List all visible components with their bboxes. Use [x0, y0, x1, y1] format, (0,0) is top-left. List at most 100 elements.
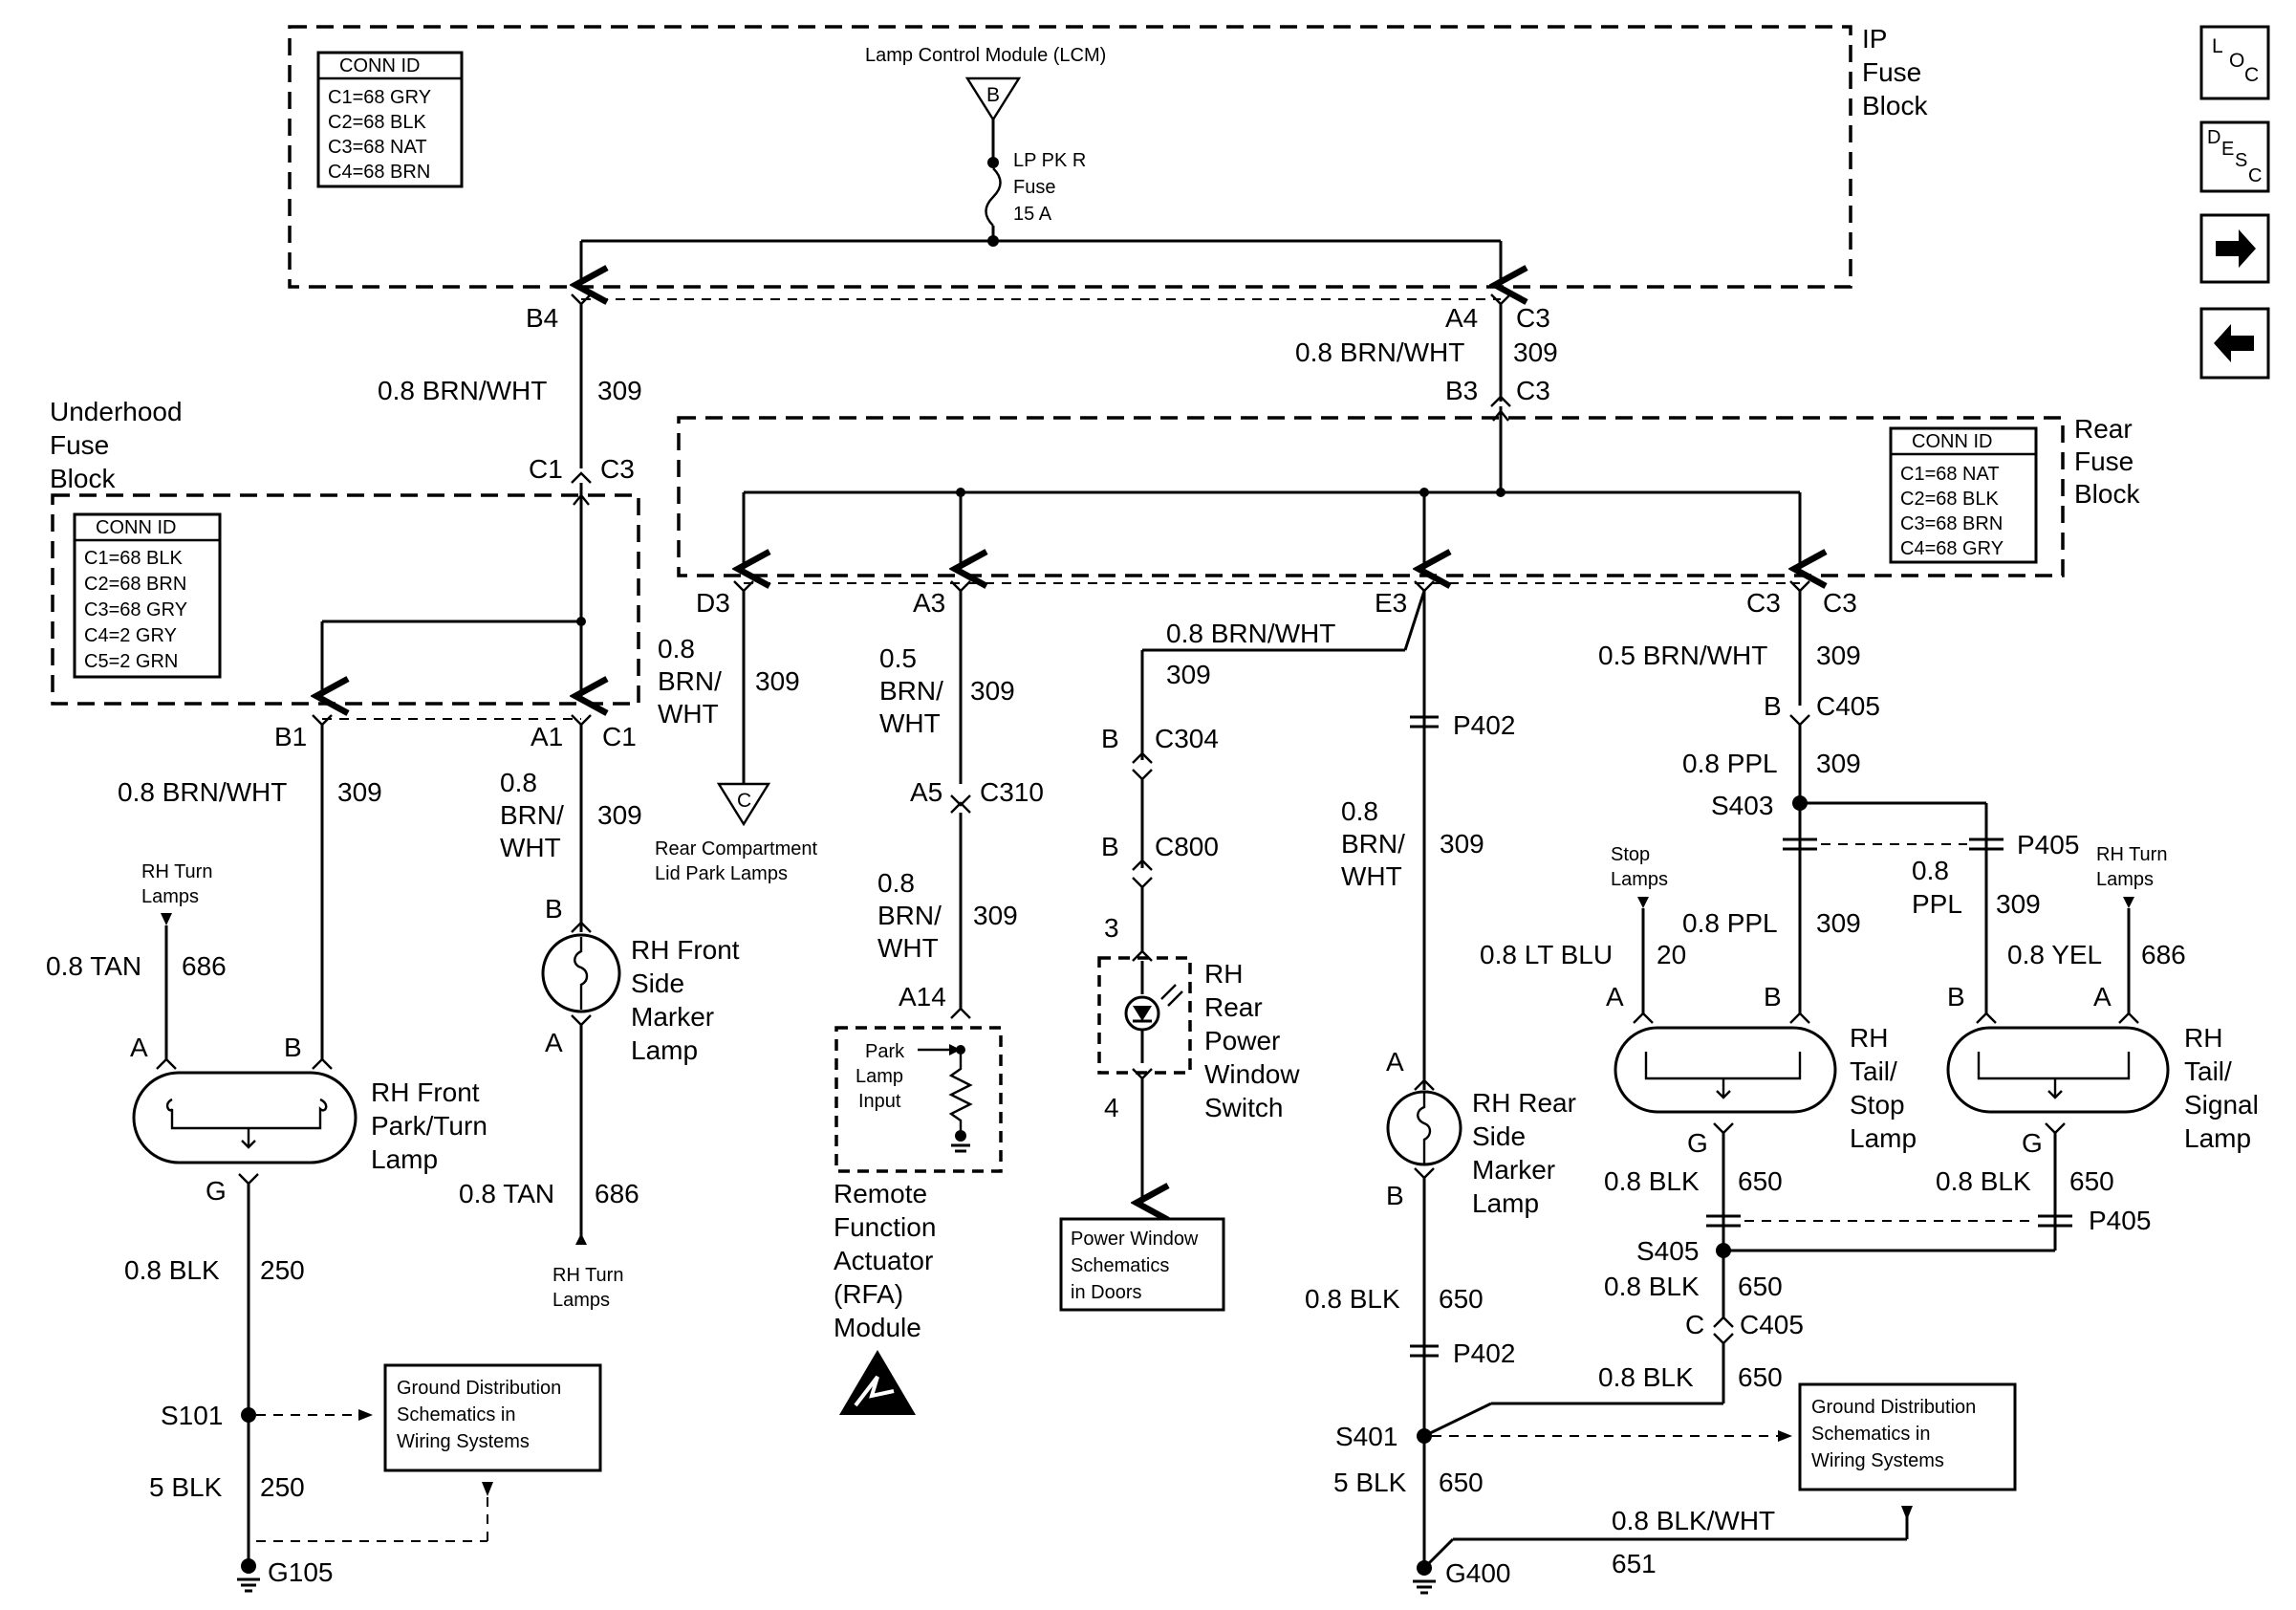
g400-ground-icon	[1413, 1560, 1436, 1595]
diagram-label: S101	[161, 1401, 223, 1430]
diagram-label: 309	[973, 901, 1018, 930]
diagram-label: B	[1386, 1181, 1404, 1210]
diagram-label: 686	[2141, 940, 2186, 969]
diagram-label: A	[1386, 1047, 1404, 1077]
diagram-label: Schematics in	[1811, 1424, 1931, 1445]
diagram-label: E	[2221, 139, 2234, 160]
rear-compartment-lid-reference[interactable]: C Rear Compartment Lid Park Lamps	[655, 782, 818, 884]
diagram-label: Lamps	[1611, 869, 1668, 890]
ground-distribution-reference-left[interactable]: Ground Distribution Schematics in Wiring…	[383, 1363, 602, 1472]
diagram-label: Window	[1204, 1059, 1300, 1089]
diagram-label: 309	[1816, 749, 1861, 778]
diagram-label: 0.8	[500, 768, 537, 797]
diagram-label: Block	[50, 464, 116, 493]
diagram-label: Lamp	[631, 1035, 698, 1065]
diagram-label: 0.5	[879, 643, 917, 673]
diagram-label: Stop	[1850, 1090, 1905, 1120]
diagram-label: WHT	[658, 699, 719, 729]
diagram-label: Lamp	[1850, 1123, 1917, 1153]
diagram-label: C2=68 BLK	[1900, 489, 2000, 510]
diagram-label: P402	[1453, 1338, 1515, 1368]
diagram-label: P402	[1453, 710, 1515, 740]
desc-button[interactable]: D E S C	[2199, 120, 2270, 193]
diagram-label: S405	[1636, 1236, 1699, 1266]
diagram-label: Lamps	[552, 1290, 610, 1311]
diagram-label: 0.8	[877, 868, 915, 898]
diagram-label: C310	[980, 777, 1044, 807]
diagram-label: Tail/	[1850, 1056, 1897, 1086]
diagram-label: 0.8 LT BLU	[1480, 940, 1613, 969]
diagram-label: C405	[1740, 1310, 1804, 1339]
diagram-label: 650	[2069, 1166, 2114, 1196]
diagram-label: E3	[1375, 588, 1407, 618]
rh-rear-power-window-switch	[1097, 956, 1192, 1075]
diagram-label: A14	[899, 982, 946, 1012]
diagram-label: 309	[970, 676, 1015, 706]
diagram-label: G105	[268, 1557, 334, 1587]
diagram-label: 0.8 PPL	[1682, 908, 1778, 938]
diagram-label: C405	[1816, 691, 1880, 721]
esd-warning-icon	[839, 1350, 916, 1415]
diagram-label: C3	[1516, 303, 1550, 333]
diagram-label: C3=68 BRN	[1900, 513, 2003, 534]
diagram-label: 0.8	[658, 634, 695, 664]
diagram-label: Fuse	[1862, 57, 1921, 87]
back-button[interactable]	[2199, 307, 2270, 380]
diagram-label: RH Turn	[552, 1265, 623, 1286]
underhood-conn-id-table: CONN ID C1=68 BLK C2=68 BRN C3=68 GRY C4…	[73, 512, 222, 679]
forward-button[interactable]	[2199, 213, 2270, 284]
diagram-label: Underhood	[50, 397, 183, 426]
diagram-label: 0.5 BRN/WHT	[1598, 641, 1767, 670]
diagram-label: 0.8 BRN/WHT	[118, 777, 287, 807]
diagram-label: 0.8 BRN/WHT	[378, 376, 547, 405]
diagram-label: WHT	[877, 933, 939, 963]
diagram-label: 309	[597, 800, 642, 830]
diagram-label: 309	[755, 666, 800, 696]
diagram-label: 0.8 BLK	[124, 1255, 220, 1285]
diagram-label: Side	[631, 968, 684, 998]
p405-connectors-lower	[1706, 1214, 2072, 1228]
diagram-label: WHT	[879, 708, 941, 738]
diagram-label: G	[2022, 1128, 2043, 1158]
diagram-label: B	[1764, 691, 1782, 721]
diagram-label: Wiring Systems	[397, 1431, 530, 1452]
diagram-label: LP PK R	[1013, 150, 1086, 171]
diagram-label: 0.8 TAN	[46, 951, 141, 981]
diagram-label: Lamps	[141, 886, 199, 907]
diagram-label: Module	[834, 1313, 921, 1342]
diagram-label: Park	[865, 1041, 905, 1062]
diagram-label: RH Front	[371, 1077, 480, 1107]
diagram-label: S401	[1335, 1422, 1397, 1451]
diagram-label: 15 A	[1013, 204, 1052, 225]
diagram-label: 5 BLK	[1333, 1468, 1407, 1497]
diagram-label: Ground Distribution	[1811, 1397, 1976, 1418]
diagram-label: 650	[1738, 1166, 1783, 1196]
diagram-label: C3=68 GRY	[84, 599, 187, 620]
diagram-label: Side	[1472, 1121, 1526, 1151]
diagram-label: B	[545, 894, 563, 924]
diagram-label: G	[1687, 1128, 1708, 1158]
diagram-label: B4	[526, 303, 558, 333]
diagram-label: 20	[1657, 940, 1686, 969]
diagram-label: 0.8 YEL	[2007, 940, 2102, 969]
diagram-label: C2=68 BLK	[328, 112, 427, 133]
power-window-schematics-reference[interactable]: Power Window Schematics in Doors	[1059, 1217, 1225, 1312]
diagram-label: 650	[1439, 1284, 1484, 1314]
diagram-label: 5 BLK	[149, 1472, 223, 1502]
diagram-label: WHT	[1341, 861, 1402, 891]
diagram-label: 0.8 PPL	[1682, 749, 1778, 778]
diagram-label: Lid Park Lamps	[655, 863, 788, 884]
diagram-label: BRN/	[1341, 829, 1405, 859]
diagram-label: C3	[1823, 588, 1857, 618]
diagram-label: BRN/	[658, 666, 722, 696]
diagram-label: D	[2207, 127, 2220, 148]
diagram-label: in Doors	[1071, 1282, 1141, 1303]
ip-fuse-block: IP Fuse Block CONN ID C1=68 GRY C2=68 BL…	[288, 24, 1928, 299]
diagram-label: Stop	[1611, 844, 1650, 865]
underhood-fuse-block: Underhood Fuse Block CONN ID C1=68 BLK C…	[50, 397, 640, 720]
loc-button[interactable]: L O C	[2199, 25, 2270, 100]
ground-distribution-reference-right[interactable]: Ground Distribution Schematics in Wiring…	[1798, 1382, 2017, 1491]
diagram-label: Tail/	[2184, 1056, 2232, 1086]
diagram-label: 0.8 BRN/WHT	[1166, 619, 1335, 648]
